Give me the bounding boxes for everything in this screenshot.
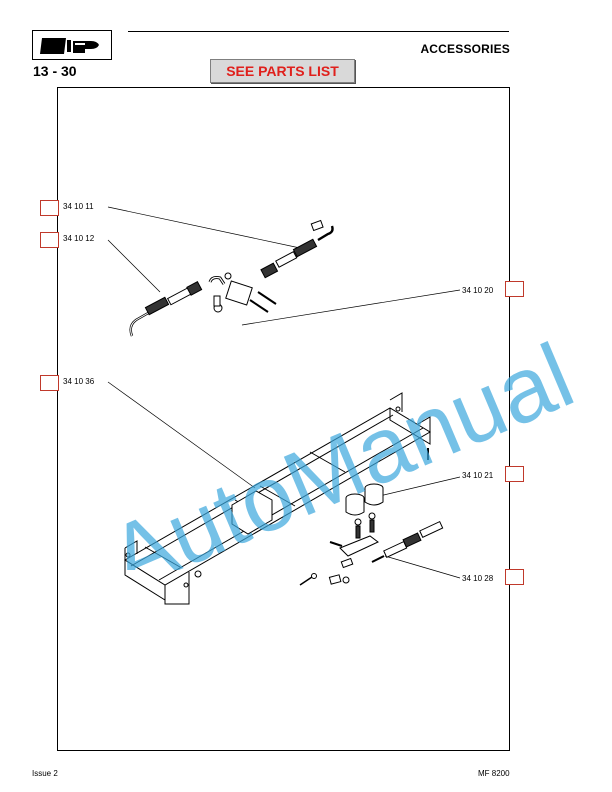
leader-line-341036 xyxy=(107,381,256,489)
section-title: ACCESSORIES xyxy=(420,42,510,56)
callout-label-341036: 34 10 36 xyxy=(63,377,95,386)
mounting-frame xyxy=(124,392,431,605)
callout-label-341011: 34 10 11 xyxy=(63,202,94,211)
header-rule xyxy=(128,31,509,32)
leader-line-341020 xyxy=(241,289,461,326)
illustration-frame xyxy=(57,87,510,751)
issue-label: Issue 2 xyxy=(32,769,58,778)
model-label: MF 8200 xyxy=(478,769,510,778)
damper-assembly xyxy=(299,483,444,586)
hand-book-icon xyxy=(40,38,99,54)
see-parts-list-button[interactable]: SEE PARTS LIST xyxy=(210,59,355,83)
callout-box-341011[interactable] xyxy=(40,200,59,216)
leader-line-341012 xyxy=(107,239,161,293)
callout-box-341028[interactable] xyxy=(505,569,524,585)
callout-label-341028: 34 10 28 xyxy=(462,574,494,583)
manual-logo xyxy=(32,30,112,60)
upper-hose-assembly xyxy=(129,219,334,337)
leader-line-341021 xyxy=(374,476,461,498)
leader-line-341028 xyxy=(384,555,461,579)
callout-label-341012: 34 10 12 xyxy=(63,234,95,243)
page-number: 13 - 30 xyxy=(33,63,77,79)
callout-box-341020[interactable] xyxy=(505,281,524,297)
callout-box-341012[interactable] xyxy=(40,232,59,248)
callout-box-341021[interactable] xyxy=(505,466,524,482)
leader-line-341011 xyxy=(107,206,301,249)
callout-label-341021: 34 10 21 xyxy=(462,471,494,480)
callout-box-341036[interactable] xyxy=(40,375,59,391)
callout-label-341020: 34 10 20 xyxy=(462,286,494,295)
